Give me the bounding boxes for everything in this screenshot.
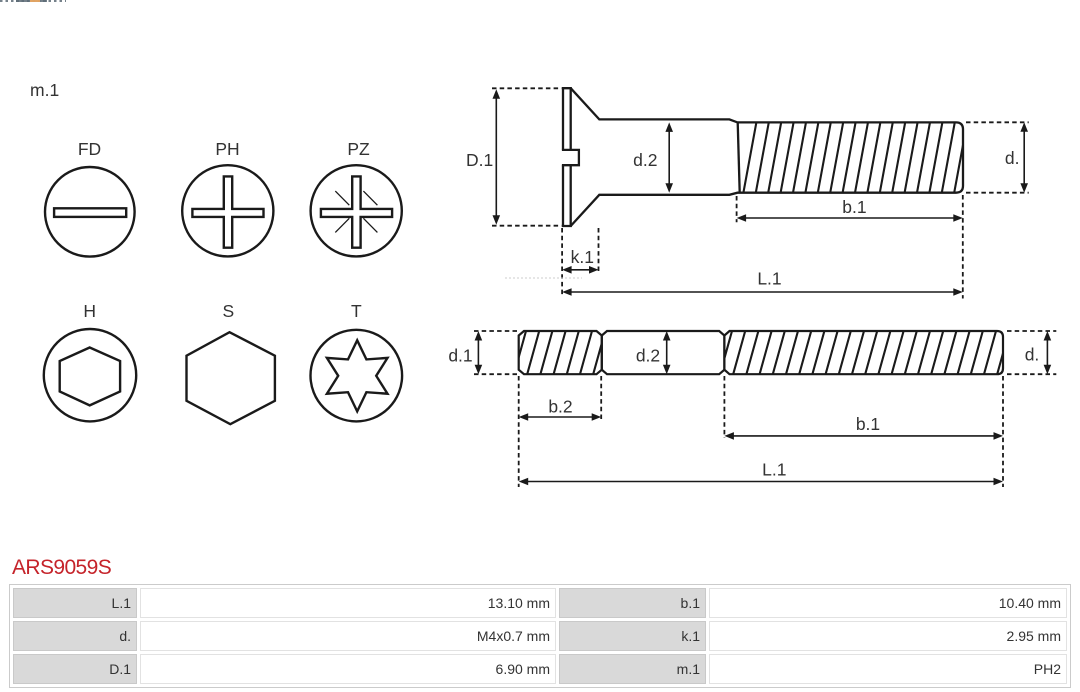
svg-text:FD: FD	[78, 139, 101, 159]
svg-text:b.2: b.2	[548, 397, 572, 417]
svg-text:D.1: D.1	[466, 150, 493, 170]
svg-text:d.: d.	[1005, 148, 1020, 168]
svg-text:PZ: PZ	[347, 139, 370, 159]
svg-text:S: S	[222, 301, 234, 321]
svg-text:b.1: b.1	[842, 197, 866, 217]
svg-text:b.1: b.1	[856, 414, 880, 434]
svg-text:d.2: d.2	[636, 346, 660, 366]
svg-text:d.: d.	[1025, 345, 1040, 365]
svg-text:m.1: m.1	[30, 80, 59, 100]
svg-text:L.1: L.1	[762, 460, 786, 480]
svg-text:PH: PH	[215, 139, 239, 159]
svg-text:d.2: d.2	[633, 150, 657, 170]
svg-text:k.1: k.1	[571, 247, 594, 267]
svg-text:d.1: d.1	[448, 346, 472, 366]
svg-text:H: H	[83, 301, 96, 321]
svg-text:L.1: L.1	[757, 269, 781, 289]
svg-text:T: T	[351, 301, 362, 321]
